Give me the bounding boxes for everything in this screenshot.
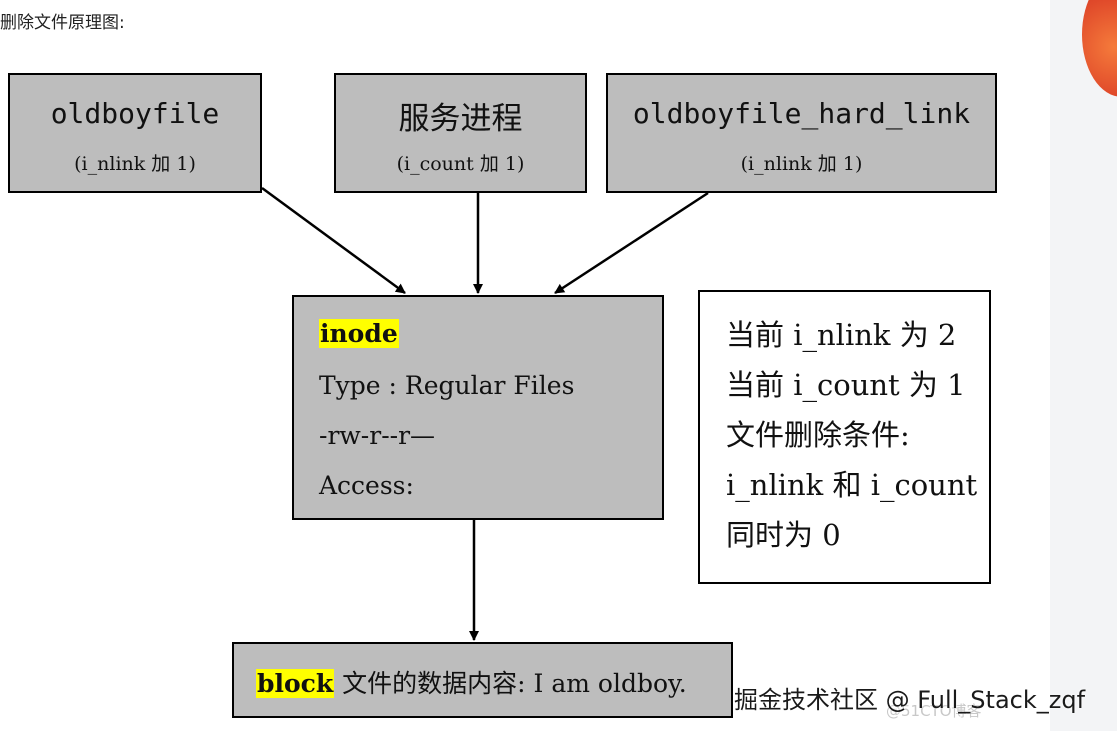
- node-service-sub: (i_count 加 1): [396, 153, 525, 175]
- inode-label-line: inode: [319, 319, 399, 348]
- node-block: block 文件的数据内容: I am oldboy.: [232, 642, 733, 718]
- inode-label: inode: [319, 319, 399, 348]
- node-oldboyfile-title: oldboyfile: [50, 97, 220, 130]
- node-hard-link: oldboyfile_hard_link (i_nlink 加 1): [606, 73, 997, 193]
- condition-note: 当前 i_nlink 为 2 当前 i_count 为 1 文件删除条件: i_…: [698, 290, 991, 584]
- inode-permissions: -rw-r--r—: [319, 421, 436, 450]
- inode-access: Access:: [319, 471, 414, 500]
- watermark: 掘金技术社区 @ Full_Stack_zqf: [734, 686, 1086, 714]
- inode-type: Type : Regular Files: [319, 371, 575, 400]
- faint-watermark: @51CTO博客: [886, 702, 982, 720]
- node-service-title: 服务进程: [398, 101, 523, 137]
- block-content: 文件的数据内容: I am oldboy.: [334, 669, 687, 698]
- note-line: 当前 i_count 为 1: [726, 368, 966, 402]
- node-service-process: 服务进程 (i_count 加 1): [334, 73, 587, 193]
- page-caption: 删除文件原理图:: [0, 13, 125, 33]
- block-label: block: [256, 669, 335, 698]
- arrow-hardlink-to-inode: [554, 191, 709, 295]
- note-line: 文件删除条件:: [726, 418, 910, 452]
- note-line: i_nlink 和 i_count: [726, 468, 978, 502]
- node-oldboyfile: oldboyfile (i_nlink 加 1): [8, 73, 262, 193]
- node-hardlink-title: oldboyfile_hard_link: [632, 97, 971, 130]
- arrow-oldboyfile-to-inode: [261, 186, 406, 295]
- side-panel: [1050, 0, 1117, 731]
- note-line: 同时为 0: [726, 518, 841, 552]
- node-hardlink-sub: (i_nlink 加 1): [740, 153, 863, 175]
- node-inode: inode Type : Regular Files -rw-r--r— Acc…: [292, 295, 664, 520]
- node-oldboyfile-sub: (i_nlink 加 1): [74, 153, 196, 175]
- note-line: 当前 i_nlink 为 2: [726, 318, 957, 352]
- block-line: block 文件的数据内容: I am oldboy.: [256, 664, 687, 700]
